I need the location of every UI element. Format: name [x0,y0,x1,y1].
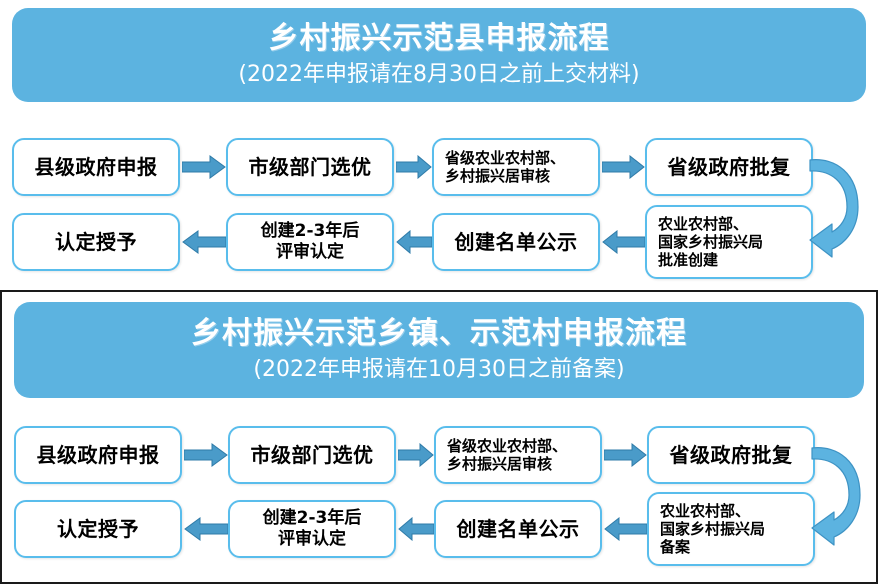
node-town-top-3[interactable]: 省级农业农村部、 乡村振兴居审核 [434,426,602,484]
section-banner-town-village: 乡村振兴示范乡镇、示范村申报流程 (2022年申报请在10月30日之前备案) [14,302,864,398]
arrow-left-icon [184,517,228,541]
node-county-top-3[interactable]: 省级农业农村部、 乡村振兴居审核 [432,138,600,196]
section-town-village: 乡村振兴示范乡镇、示范村申报流程 (2022年申报请在10月30日之前备案) 县… [0,290,878,584]
arrow-left-icon [398,517,434,541]
arrow-right-icon [398,443,434,467]
node-county-bottom-3[interactable]: 创建名单公示 [432,213,600,271]
node-label: 省级政府批复 [667,154,791,179]
node-town-top-4[interactable]: 省级政府批复 [647,426,815,484]
node-label: 省级政府批复 [669,442,793,467]
arrow-left-icon [604,517,647,541]
node-county-top-2[interactable]: 市级部门选优 [226,138,394,196]
arrow-curved-return-icon [806,144,868,270]
node-label: 市级部门选优 [248,154,372,179]
node-label: 认定授予 [55,229,137,254]
arrow-right-icon [182,155,226,179]
node-label: 创建名单公示 [454,229,578,254]
node-label: 认定授予 [57,516,139,541]
arrow-right-icon [396,155,432,179]
node-county-top-1[interactable]: 县级政府申报 [12,138,180,196]
node-label: 县级政府申报 [36,442,160,467]
node-label: 农业农村部、 国家乡村振兴局 批准创建 [658,214,764,270]
section-county: 乡村振兴示范县申报流程 (2022年申报请在8月30日之前上交材料) 县级政府申… [0,0,878,290]
node-town-bottom-3[interactable]: 创建名单公示 [434,500,602,558]
node-label: 创建2-3年后 评审认定 [260,221,360,262]
arrow-right-icon [184,443,228,467]
arrow-left-icon [602,230,645,254]
node-town-bottom-2[interactable]: 创建2-3年后 评审认定 [228,500,396,558]
node-label: 省级农业农村部、 乡村振兴居审核 [445,148,566,185]
node-county-top-4[interactable]: 省级政府批复 [645,138,813,196]
section-banner-county: 乡村振兴示范县申报流程 (2022年申报请在8月30日之前上交材料) [12,8,866,102]
banner-subtitle: (2022年申报请在8月30日之前上交材料) [238,62,640,88]
node-label: 县级政府申报 [34,154,158,179]
arrow-right-icon [602,155,645,179]
node-town-bottom-1[interactable]: 认定授予 [14,500,182,558]
node-label: 市级部门选优 [250,442,374,467]
arrow-left-icon [396,230,432,254]
node-label: 创建2-3年后 评审认定 [262,508,362,549]
banner-title: 乡村振兴示范乡镇、示范村申报流程 [191,316,687,352]
banner-subtitle: (2022年申报请在10月30日之前备案) [253,357,625,383]
node-county-bottom-1[interactable]: 认定授予 [12,213,180,271]
arrow-right-icon [604,443,647,467]
node-county-bottom-4[interactable]: 农业农村部、 国家乡村振兴局 批准创建 [645,205,813,279]
node-town-top-1[interactable]: 县级政府申报 [14,426,182,484]
node-label: 创建名单公示 [456,516,580,541]
node-label: 农业农村部、 国家乡村振兴局 备案 [660,501,766,557]
arrow-curved-return-icon [808,432,870,558]
node-label: 省级农业农村部、 乡村振兴居审核 [447,436,568,473]
node-town-top-2[interactable]: 市级部门选优 [228,426,396,484]
node-county-bottom-2[interactable]: 创建2-3年后 评审认定 [226,213,394,271]
node-town-bottom-4[interactable]: 农业农村部、 国家乡村振兴局 备案 [647,492,815,566]
arrow-left-icon [182,230,226,254]
banner-title: 乡村振兴示范县申报流程 [268,21,610,57]
